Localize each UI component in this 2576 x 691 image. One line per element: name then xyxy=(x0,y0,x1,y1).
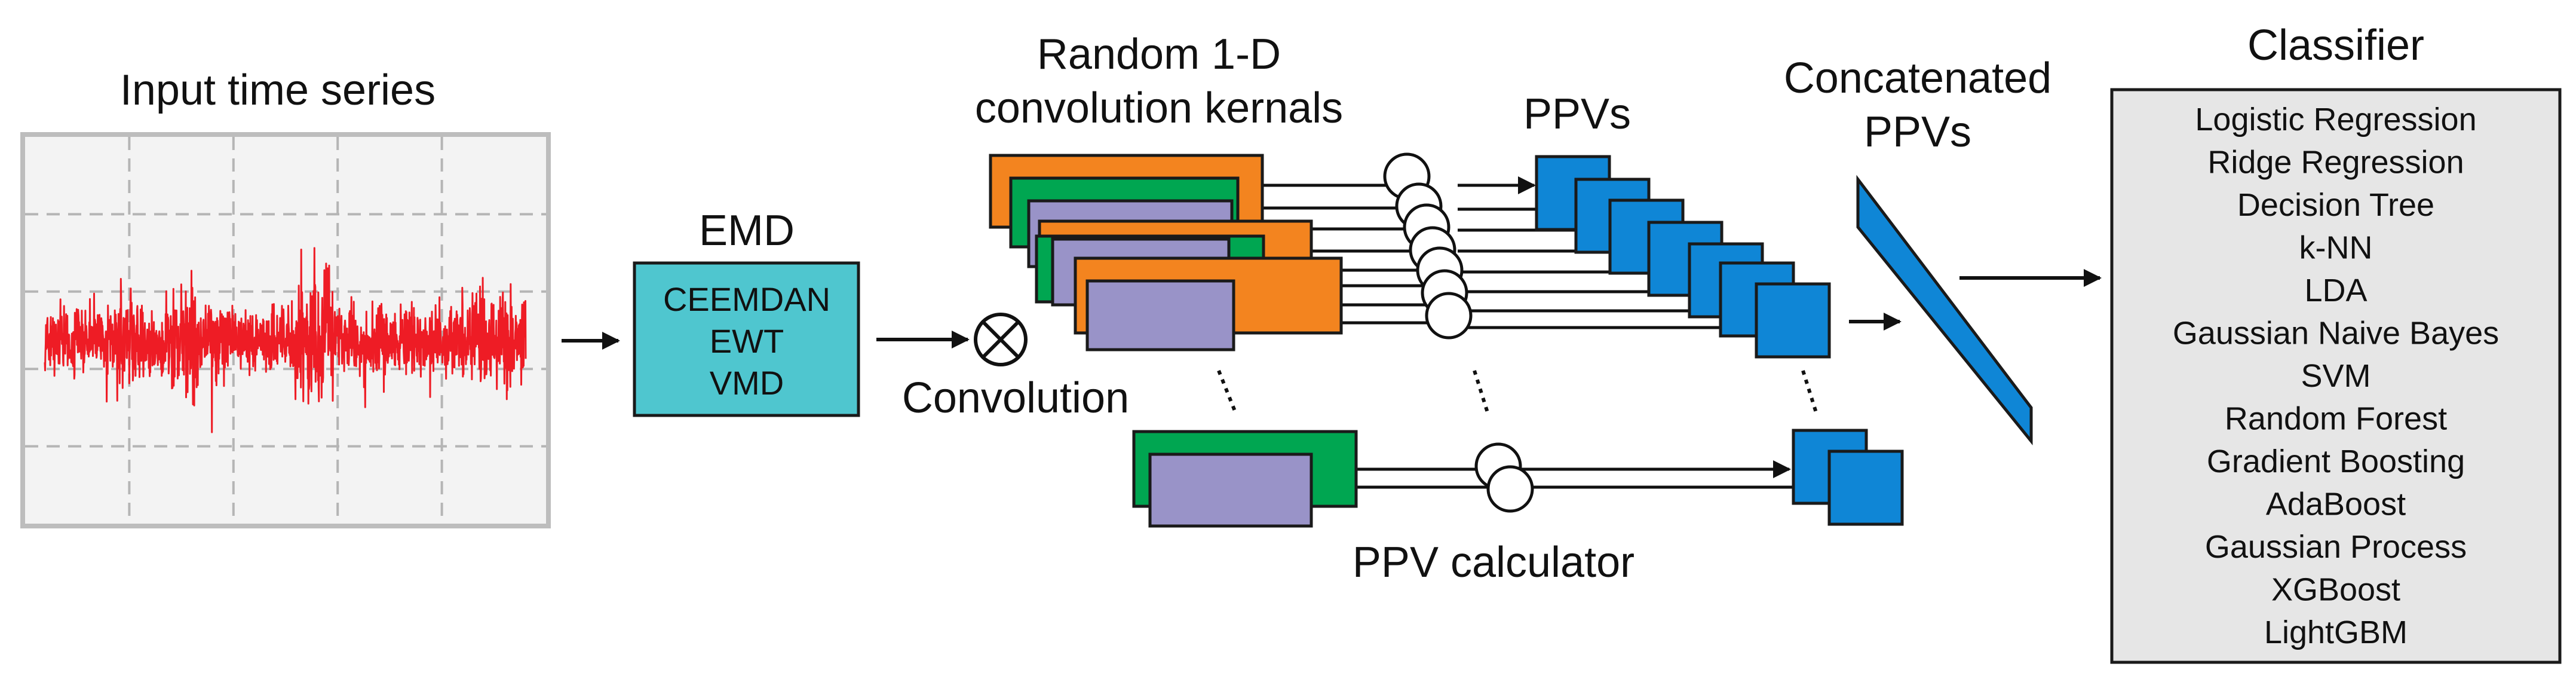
ppv-calculator-node xyxy=(1486,465,1534,513)
ppv-title: PPVs xyxy=(1523,90,1631,138)
ppv-calculator-node xyxy=(1425,292,1473,340)
kernel-purple-3 xyxy=(1085,279,1235,351)
emd-method-ceemdan: CEEMDAN xyxy=(663,280,830,318)
ppv-calculator-nodes xyxy=(1383,152,1534,513)
classifier-item: XGBoost xyxy=(2271,572,2400,608)
concatenated-ppv-bar xyxy=(1856,175,2033,446)
classifier-box xyxy=(2110,88,2562,664)
classifier-item: LightGBM xyxy=(2264,614,2408,650)
emd-box xyxy=(633,261,860,417)
emd-method-vmd: VMD xyxy=(710,364,784,402)
kernels-title-line1: Random 1-D xyxy=(1037,30,1281,78)
kernels-title-line2: convolution kernals xyxy=(975,84,1343,132)
kernel-last xyxy=(1132,430,1358,528)
classifier-item: LDA xyxy=(2304,273,2367,308)
input-panel-grid xyxy=(25,137,546,524)
emd-method-ewt: EWT xyxy=(710,322,784,360)
ppv-stack xyxy=(1535,155,1904,526)
input-title: Input time series xyxy=(120,66,436,114)
classifier-item: k-NN xyxy=(2299,230,2373,266)
classifier-item: Decision Tree xyxy=(2237,187,2434,223)
ppv-calculator-ellipsis xyxy=(1473,370,1489,413)
classifier-title: Classifier xyxy=(2247,22,2424,69)
classifier-item: Gradient Boosting xyxy=(2207,444,2465,479)
signal-path xyxy=(44,247,527,433)
kernel-ellipsis xyxy=(1217,369,1237,414)
ppv-ellipsis xyxy=(1801,370,1818,413)
concat-title-line2: PPVs xyxy=(1864,108,1971,156)
classifier-item: Gaussian Naive Bayes xyxy=(2173,316,2499,351)
classifier-item: AdaBoost xyxy=(2266,487,2406,522)
signal-trace xyxy=(44,247,527,433)
classifier-item: Logistic Regression xyxy=(2195,102,2476,137)
classifier-item: Ridge Regression xyxy=(2207,145,2464,181)
ppv-square xyxy=(1827,450,1904,526)
convolution-operator-icon xyxy=(974,313,1028,366)
convolution-label: Convolution xyxy=(902,374,1129,422)
emd-title: EMD xyxy=(699,207,795,255)
classifier-item: Gaussian Process xyxy=(2205,529,2467,565)
concat-title-line1: Concatenated xyxy=(1784,54,2051,102)
ppv-square xyxy=(1755,282,1831,359)
kernel-stack xyxy=(989,154,1343,351)
classifier-item: SVM xyxy=(2301,358,2370,394)
kernel-last-purple xyxy=(1148,452,1313,528)
input-panel xyxy=(20,132,551,528)
ppv-calculator-label: PPV calculator xyxy=(1353,539,1634,586)
classifier-item: Random Forest xyxy=(2225,401,2447,437)
